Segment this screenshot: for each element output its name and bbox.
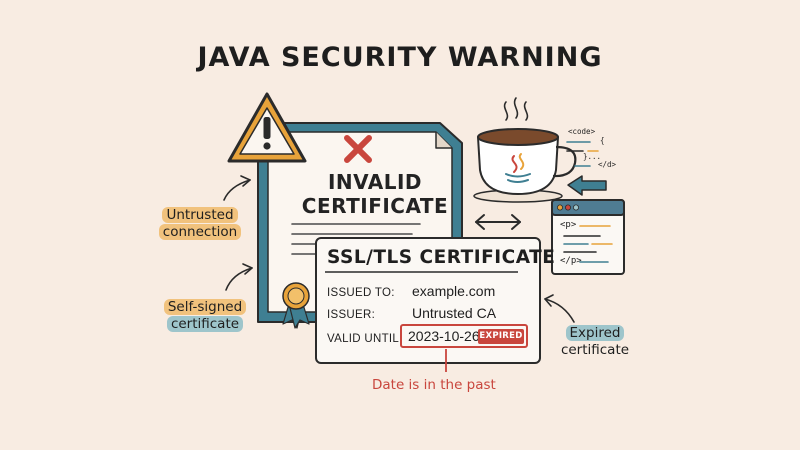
code-close-tag: </d> — [598, 160, 617, 169]
callout-untrusted: Untrusted connection — [150, 207, 250, 241]
window-close-tag: </p> — [560, 256, 582, 266]
ssl-value: Untrusted CA — [412, 305, 497, 321]
invalid-certificate-title: INVALID CERTIFICATE — [300, 170, 450, 218]
code-snippet-icon — [566, 141, 599, 167]
page-title: JAVA SECURITY WARNING — [197, 42, 603, 73]
callout-arrows — [223, 175, 575, 323]
award-ribbon-icon — [282, 282, 310, 329]
ssl-key: VALID UNTIL: — [327, 333, 403, 345]
ssl-value-issuer: Untrusted CA — [412, 305, 496, 321]
date-in-past-note: Date is in the past — [372, 377, 496, 393]
callout-self-signed-line2: certificate — [166, 316, 244, 332]
java-logo-icon — [505, 153, 531, 183]
ssl-card-title: SSL/TLS CERTIFICATE — [327, 247, 556, 268]
callout-self-signed-line1: Self-signed — [163, 299, 247, 315]
callout-expired-line2: certificate — [560, 342, 630, 358]
invalid-certificate-line1: INVALID — [327, 170, 423, 194]
ssl-row-issuer: ISSUER: — [327, 306, 375, 321]
double-arrow-icon — [475, 214, 521, 230]
arrow-left-icon — [567, 175, 607, 196]
warning-triangle-icon — [227, 92, 307, 163]
window-open-tag: <p> — [560, 220, 577, 230]
red-x-icon — [344, 135, 372, 163]
callout-self-signed: Self-signed certificate — [150, 299, 260, 333]
callout-untrusted-line1: Untrusted — [162, 207, 238, 223]
valid-until-box: 2023-10-26 EXPIRED — [400, 324, 528, 348]
ssl-key: ISSUER: — [327, 309, 376, 321]
callout-untrusted-line2: connection — [158, 224, 242, 240]
browser-window-icon — [551, 199, 625, 275]
invalid-certificate-line2: CERTIFICATE — [301, 194, 449, 218]
code-open-tag: <code> — [568, 127, 596, 136]
ssl-row-issued-to: ISSUED TO: — [327, 284, 395, 299]
code-brace: { — [600, 136, 605, 145]
expired-badge: EXPIRED — [478, 329, 524, 344]
valid-until-date: 2023-10-26 — [408, 328, 480, 344]
code-ellipsis: }... — [583, 152, 602, 161]
callout-expired-line1: Expired — [565, 325, 625, 341]
ssl-value: example.com — [412, 283, 496, 299]
ssl-key: ISSUED TO: — [327, 287, 395, 299]
callout-expired: Expired certificate — [545, 325, 645, 359]
coffee-cup-icon — [473, 97, 577, 203]
ssl-row-valid-until: VALID UNTIL: — [327, 330, 403, 345]
ssl-value-issued-to: example.com — [412, 283, 495, 299]
